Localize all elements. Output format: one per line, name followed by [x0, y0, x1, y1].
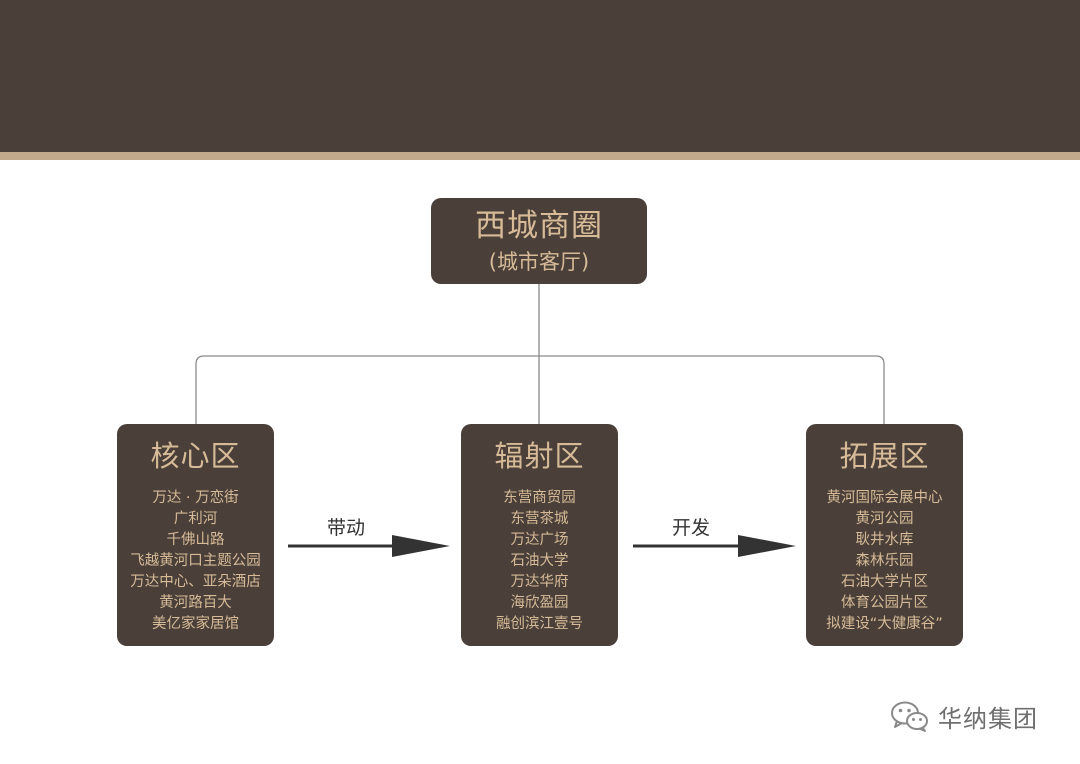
list-item: 广利河: [173, 511, 218, 527]
node-item-list: 东营商贸园 东营茶城 万达广场 石油大学 万达华府 海欣盈园 融创滨江壹号: [461, 488, 618, 635]
list-item: 石油大学片区: [841, 574, 928, 590]
node-title: 核心区: [150, 439, 241, 473]
list-item: 石油大学: [510, 553, 569, 569]
list-item: 耿井水库: [855, 532, 914, 548]
list-item: 森林乐园: [855, 553, 914, 569]
root-title: 西城商圈: [475, 208, 603, 244]
list-item: 黄河国际会展中心: [826, 490, 943, 506]
watermark-text: 华纳集团: [938, 704, 1038, 733]
node-title: 辐射区: [494, 439, 585, 473]
list-item: 东营商贸园: [503, 490, 576, 506]
list-item: 飞越黄河口主题公园: [130, 553, 261, 569]
list-item: 拟建设“大健康谷”: [826, 616, 943, 632]
arrow-label-drive: 带动: [327, 517, 366, 539]
node-item-list: 万达 · 万恋街 广利河 千佛山路 飞越黄河口主题公园 万达中心、亚朵酒店 黄河…: [117, 488, 274, 635]
list-item: 美亿家家居馆: [152, 616, 239, 632]
watermark: 华纳集团: [890, 698, 1038, 734]
arrow-develop: [633, 535, 796, 557]
list-item: 融创滨江壹号: [496, 616, 583, 632]
wechat-icon: [891, 701, 928, 732]
node-expansion-zone: 拓展区 黄河国际会展中心 黄河公园 耿井水库 森林乐园 石油大学片区 体育公园片…: [806, 424, 963, 646]
list-item: 黄河路百大: [159, 595, 232, 611]
list-item: 万达中心、亚朵酒店: [130, 574, 261, 590]
list-item: 海欣盈园: [510, 595, 569, 611]
list-item: 黄河公园: [855, 511, 914, 527]
header-band: [0, 0, 1080, 152]
header-accent-stripe: [0, 152, 1080, 160]
list-item: 万达 · 万恋街: [152, 490, 239, 506]
root-subtitle: (城市客厅): [488, 250, 590, 274]
node-title: 拓展区: [839, 439, 930, 473]
node-core-zone: 核心区 万达 · 万恋街 广利河 千佛山路 飞越黄河口主题公园 万达中心、亚朵酒…: [117, 424, 274, 646]
root-node: 西城商圈 (城市客厅): [431, 198, 647, 284]
branch-connector-line: [195, 355, 885, 424]
list-item: 体育公园片区: [841, 595, 928, 611]
list-item: 万达广场: [510, 532, 569, 548]
arrow-drive: [288, 535, 450, 557]
list-item: 千佛山路: [166, 532, 225, 548]
node-item-list: 黄河国际会展中心 黄河公园 耿井水库 森林乐园 石油大学片区 体育公园片区 拟建…: [806, 488, 963, 635]
list-item: 万达华府: [510, 574, 569, 590]
arrow-label-develop: 开发: [672, 517, 711, 539]
list-item: 东营茶城: [510, 511, 569, 527]
node-radiation-zone: 辐射区 东营商贸园 东营茶城 万达广场 石油大学 万达华府 海欣盈园 融创滨江壹…: [461, 424, 618, 646]
